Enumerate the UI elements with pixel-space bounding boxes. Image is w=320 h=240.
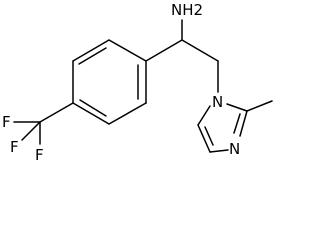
amine-label: NH2 [171, 1, 203, 19]
side-chain [145, 19, 219, 93]
ch-to-ch2-bond [181, 39, 219, 62]
imidazole-n3-label: N [229, 140, 240, 158]
ring-bond-1 [108, 39, 147, 62]
imid-bond-c2-n3 [239, 110, 248, 137]
ring-double-bond-3 [79, 99, 107, 117]
ring-to-ch-bond [145, 39, 183, 62]
structure-drawing: NH2 N N F F F [2, 1, 273, 164]
imid-bond-n1-c2 [226, 103, 248, 112]
ring-bond-4 [72, 102, 110, 125]
atom-labels: NH2 N N F F F [2, 1, 240, 164]
ring-double-bond-2 [78, 47, 107, 65]
ring-bond-5 [108, 102, 147, 125]
methyl-bond [246, 100, 273, 112]
fluorine-2-label: F [35, 146, 44, 164]
ring-bond-2 [72, 39, 110, 62]
benzene-ring [72, 39, 147, 125]
imidazole-ring [197, 100, 273, 153]
fluorine-1-label: F [2, 113, 11, 131]
imidazole-n1-label: N [212, 93, 223, 111]
imid-bond-c4-c5 [197, 124, 211, 153]
c-f-bond-3 [21, 121, 41, 141]
fluorine-3-label: F [10, 138, 19, 156]
imid-bond-n3-c4 [209, 149, 229, 153]
trifluoromethyl-group [13, 102, 74, 145]
imid-bond-c5-n1 [197, 105, 211, 126]
imid-double-c4-c5 [204, 126, 214, 146]
molecule-diagram: NH2 N N F F F [2, 1, 273, 164]
ring-to-cf3-bond [39, 102, 74, 123]
imid-double-c2-n3 [233, 113, 241, 134]
